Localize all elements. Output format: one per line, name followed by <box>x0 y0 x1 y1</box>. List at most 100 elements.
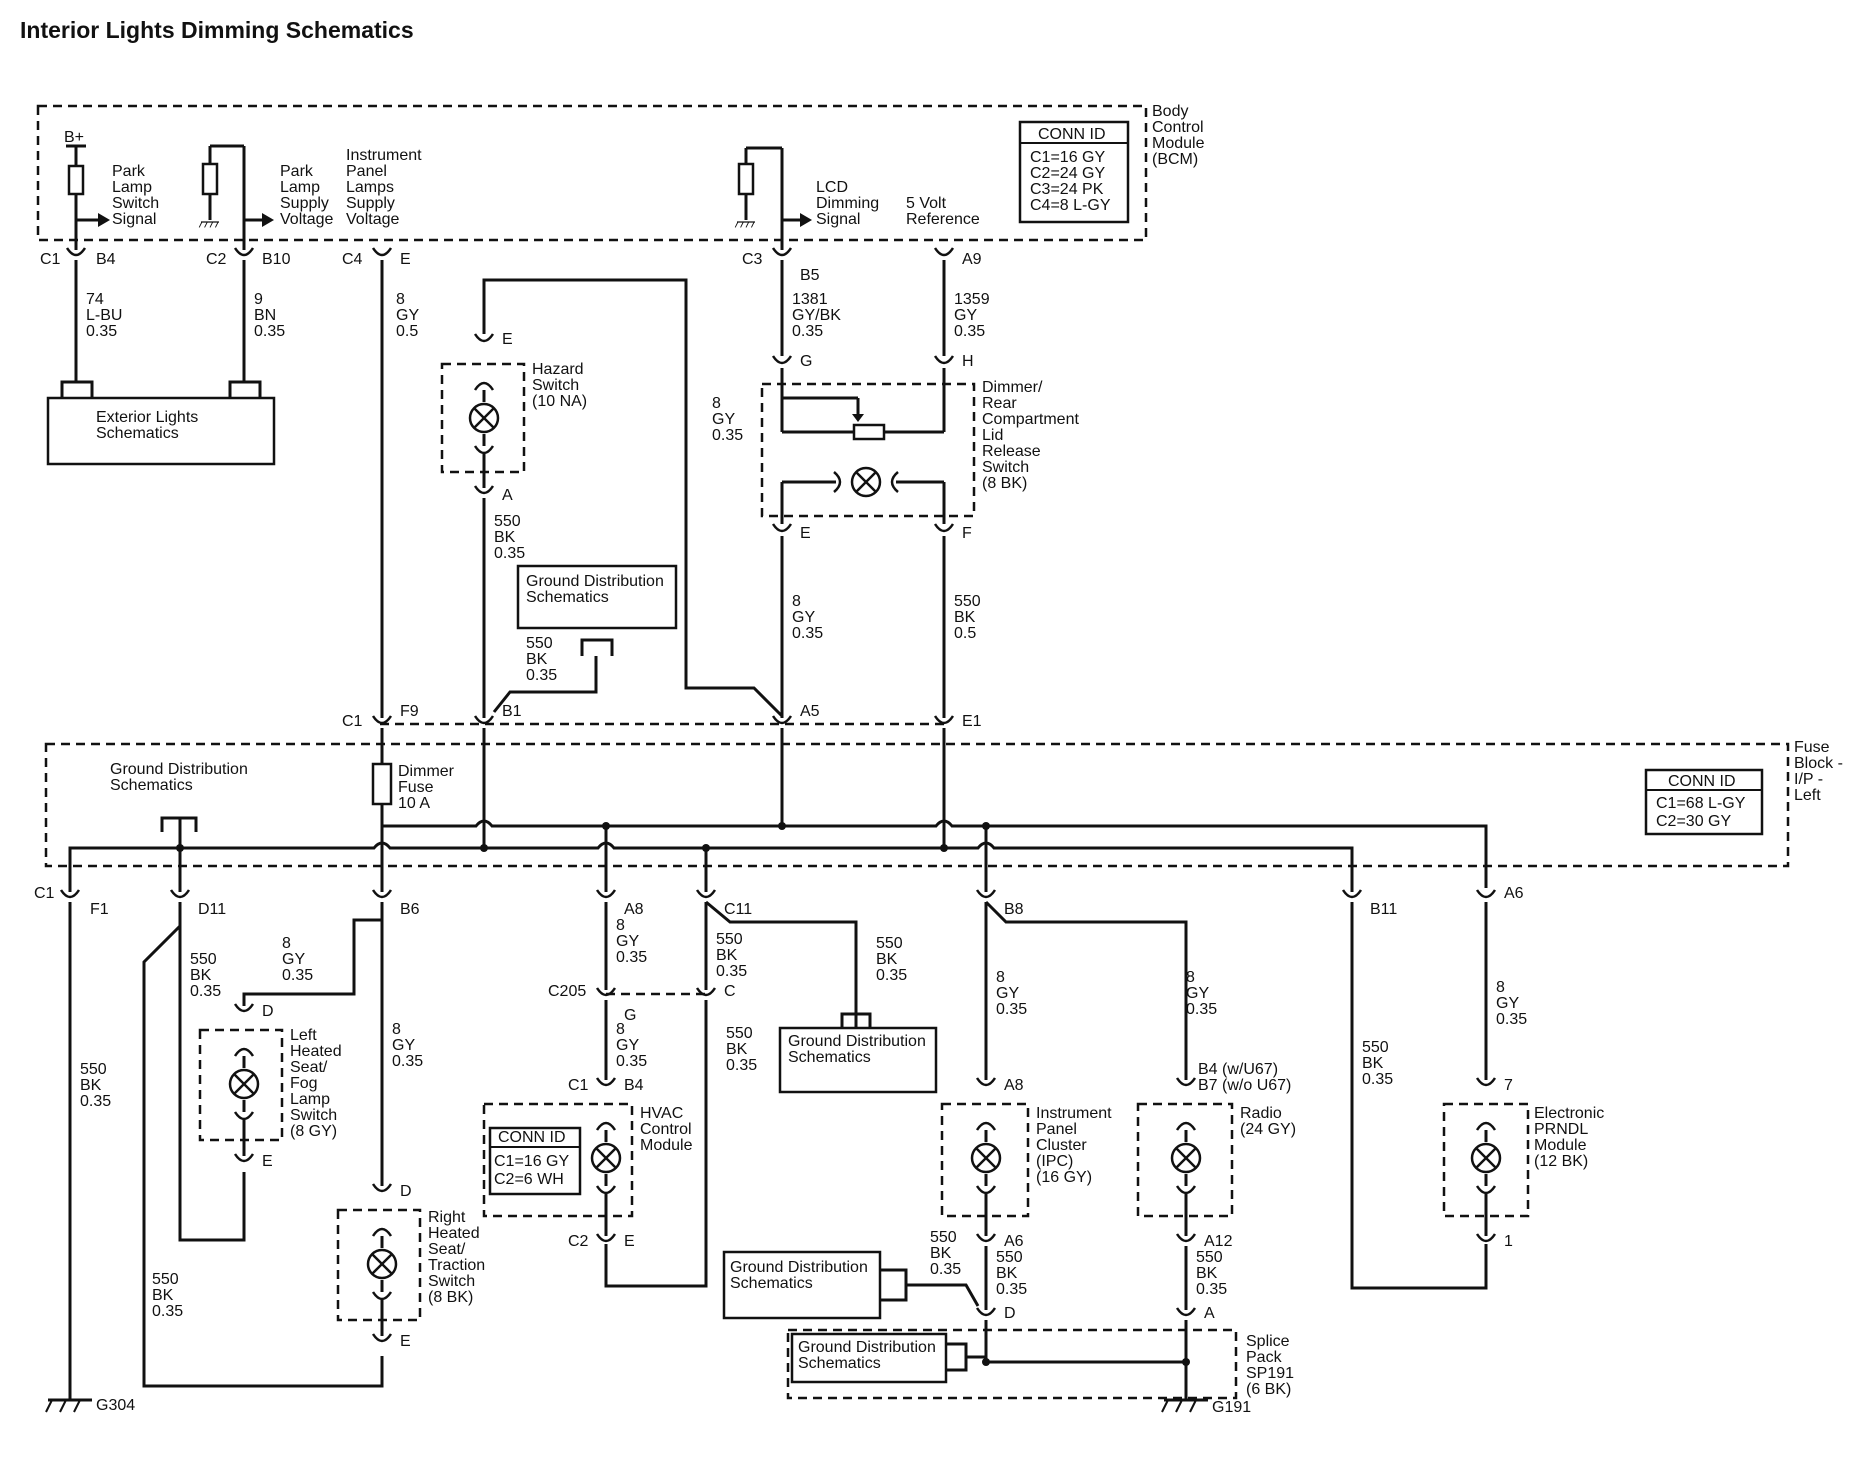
svg-text:B+: B+ <box>64 129 84 146</box>
svg-text:8: 8 <box>396 291 405 308</box>
svg-text:Lid: Lid <box>982 427 1003 444</box>
svg-text:550: 550 <box>80 1061 107 1078</box>
svg-text:C11: C11 <box>724 901 752 918</box>
svg-text:1359: 1359 <box>954 291 990 308</box>
svg-text:0.35: 0.35 <box>996 1001 1027 1018</box>
svg-text:1381: 1381 <box>792 291 828 308</box>
hvac-label: HVAC Control Module <box>640 1105 693 1154</box>
svg-text:Left: Left <box>290 1027 317 1044</box>
svg-text:B4 (w/U67): B4 (w/U67) <box>1198 1061 1278 1078</box>
svg-text:BK: BK <box>1362 1055 1384 1072</box>
wire-1381-gybk: 1381 GY/BK 0.35 <box>780 260 841 356</box>
svg-text:550: 550 <box>190 951 217 968</box>
svg-text:A5: A5 <box>800 703 820 720</box>
svg-text:A12: A12 <box>1204 1233 1233 1250</box>
svg-text:Panel: Panel <box>346 163 387 180</box>
svg-text:0.35: 0.35 <box>616 1053 647 1070</box>
wire-a6: 8 GY 0.35 <box>1484 902 1527 1080</box>
svg-text:C1: C1 <box>342 713 363 730</box>
svg-text:Switch: Switch <box>532 377 579 394</box>
fuse-internal-bus-upper <box>382 728 1488 892</box>
svg-text:8: 8 <box>392 1021 401 1038</box>
svg-text:Signal: Signal <box>112 211 156 228</box>
svg-text:GY: GY <box>392 1037 415 1054</box>
ground-g304: G304 <box>45 1397 135 1414</box>
svg-text:Voltage: Voltage <box>346 211 399 228</box>
svg-text:BK: BK <box>726 1041 748 1058</box>
svg-text:(8 BK): (8 BK) <box>982 475 1027 492</box>
wire-dimmer-e: 8 GY 0.35 <box>780 536 823 718</box>
svg-text:GY/BK: GY/BK <box>792 307 841 324</box>
svg-text:B11: B11 <box>1370 901 1397 918</box>
svg-text:E: E <box>400 251 411 268</box>
park-lamp-switch-circuit: B+ Park Lamp Switch Signal <box>64 129 159 250</box>
svg-text:(BCM): (BCM) <box>1152 151 1198 168</box>
wire-8-gy-a5: 8 GY 0.35 <box>712 395 743 444</box>
svg-text:C3: C3 <box>742 251 763 268</box>
svg-text:(12 BK): (12 BK) <box>1534 1153 1588 1170</box>
svg-text:550: 550 <box>526 635 553 652</box>
svg-text:A6: A6 <box>1004 1233 1024 1250</box>
svg-text:Schematics: Schematics <box>788 1049 871 1066</box>
ground-distribution-splice: Ground Distribution Schematics <box>790 1332 986 1384</box>
svg-text:C2=24 GY: C2=24 GY <box>1030 165 1105 182</box>
svg-text:B1: B1 <box>502 703 522 720</box>
wire-dimmer-f: 550 BK 0.5 <box>942 536 981 718</box>
svg-text:Lamps: Lamps <box>346 179 394 196</box>
svg-text:0.35: 0.35 <box>392 1053 423 1070</box>
radio: B4 (w/U67) B7 (w/o U67) A12 Radio (24 GY… <box>1136 1061 1296 1250</box>
svg-text:0.35: 0.35 <box>526 667 557 684</box>
ground-distribution-fuse: Ground Distribution Schematics <box>110 761 248 892</box>
svg-text:5 Volt: 5 Volt <box>906 195 947 212</box>
svg-text:Ground Distribution: Ground Distribution <box>798 1339 936 1356</box>
svg-text:H: H <box>962 353 974 370</box>
svg-text:Switch: Switch <box>290 1107 337 1124</box>
dimmer-switch-label: Dimmer/ Rear Compartment Lid Release Swi… <box>982 379 1079 492</box>
svg-text:PRNDL: PRNDL <box>1534 1121 1588 1138</box>
bcm-module: Body Control Module (BCM) CONN ID C1=16 … <box>36 103 1205 250</box>
svg-text:550: 550 <box>996 1249 1023 1266</box>
svg-text:550: 550 <box>1362 1039 1389 1056</box>
splice-pack-sp191: D A Ground Distribution Schematics Splic… <box>786 1305 1294 1400</box>
svg-text:8: 8 <box>1186 969 1195 986</box>
svg-text:Compartment: Compartment <box>982 411 1079 428</box>
svg-text:Heated: Heated <box>290 1043 342 1060</box>
svg-text:BK: BK <box>80 1077 102 1094</box>
svg-text:G191: G191 <box>1212 1399 1251 1416</box>
svg-text:(16 GY): (16 GY) <box>1036 1169 1092 1186</box>
svg-text:HVAC: HVAC <box>640 1105 683 1122</box>
svg-text:B7 (w/o U67): B7 (w/o U67) <box>1198 1077 1291 1094</box>
svg-text:0.35: 0.35 <box>726 1057 757 1074</box>
svg-text:A: A <box>1204 1305 1215 1322</box>
svg-text:10 A: 10 A <box>398 795 430 812</box>
svg-text:0.35: 0.35 <box>996 1281 1027 1298</box>
svg-text:A: A <box>502 487 513 504</box>
fuse-internal-bus-lower <box>68 841 1354 892</box>
svg-text:0.35: 0.35 <box>716 963 747 980</box>
svg-text:Schematics: Schematics <box>730 1275 813 1292</box>
svg-text:0.35: 0.35 <box>1362 1071 1393 1088</box>
svg-text:C205: C205 <box>548 983 586 1000</box>
svg-text:0.35: 0.35 <box>1186 1001 1217 1018</box>
five-volt-reference-label: 5 Volt Reference <box>906 195 980 228</box>
svg-text:Switch: Switch <box>428 1273 475 1290</box>
svg-text:550: 550 <box>1196 1249 1223 1266</box>
svg-text:Left: Left <box>1794 787 1821 804</box>
wire-f1-to-g304: 550 BK 0.35 <box>68 902 111 1400</box>
svg-text:8: 8 <box>1496 979 1505 996</box>
svg-text:GY: GY <box>792 609 815 626</box>
svg-text:BK: BK <box>876 951 898 968</box>
svg-text:8: 8 <box>616 1021 625 1038</box>
svg-text:GY: GY <box>1186 985 1209 1002</box>
svg-text:0.35: 0.35 <box>190 983 221 1000</box>
dimmer-rear-compartment-switch: G H E F Dimmer/ Rear Compartment Lid Rel… <box>760 353 1079 542</box>
svg-text:Traction: Traction <box>428 1257 485 1274</box>
svg-text:GY: GY <box>616 1037 639 1054</box>
left-seat-label: Left Heated Seat/ Fog Lamp Switch (8 GY) <box>290 1027 342 1140</box>
svg-text:G: G <box>624 1007 636 1024</box>
svg-text:8: 8 <box>616 917 625 934</box>
svg-text:BK: BK <box>930 1245 952 1262</box>
svg-text:Seat/: Seat/ <box>290 1059 328 1076</box>
svg-text:E: E <box>262 1153 273 1170</box>
svg-text:C: C <box>724 983 736 1000</box>
